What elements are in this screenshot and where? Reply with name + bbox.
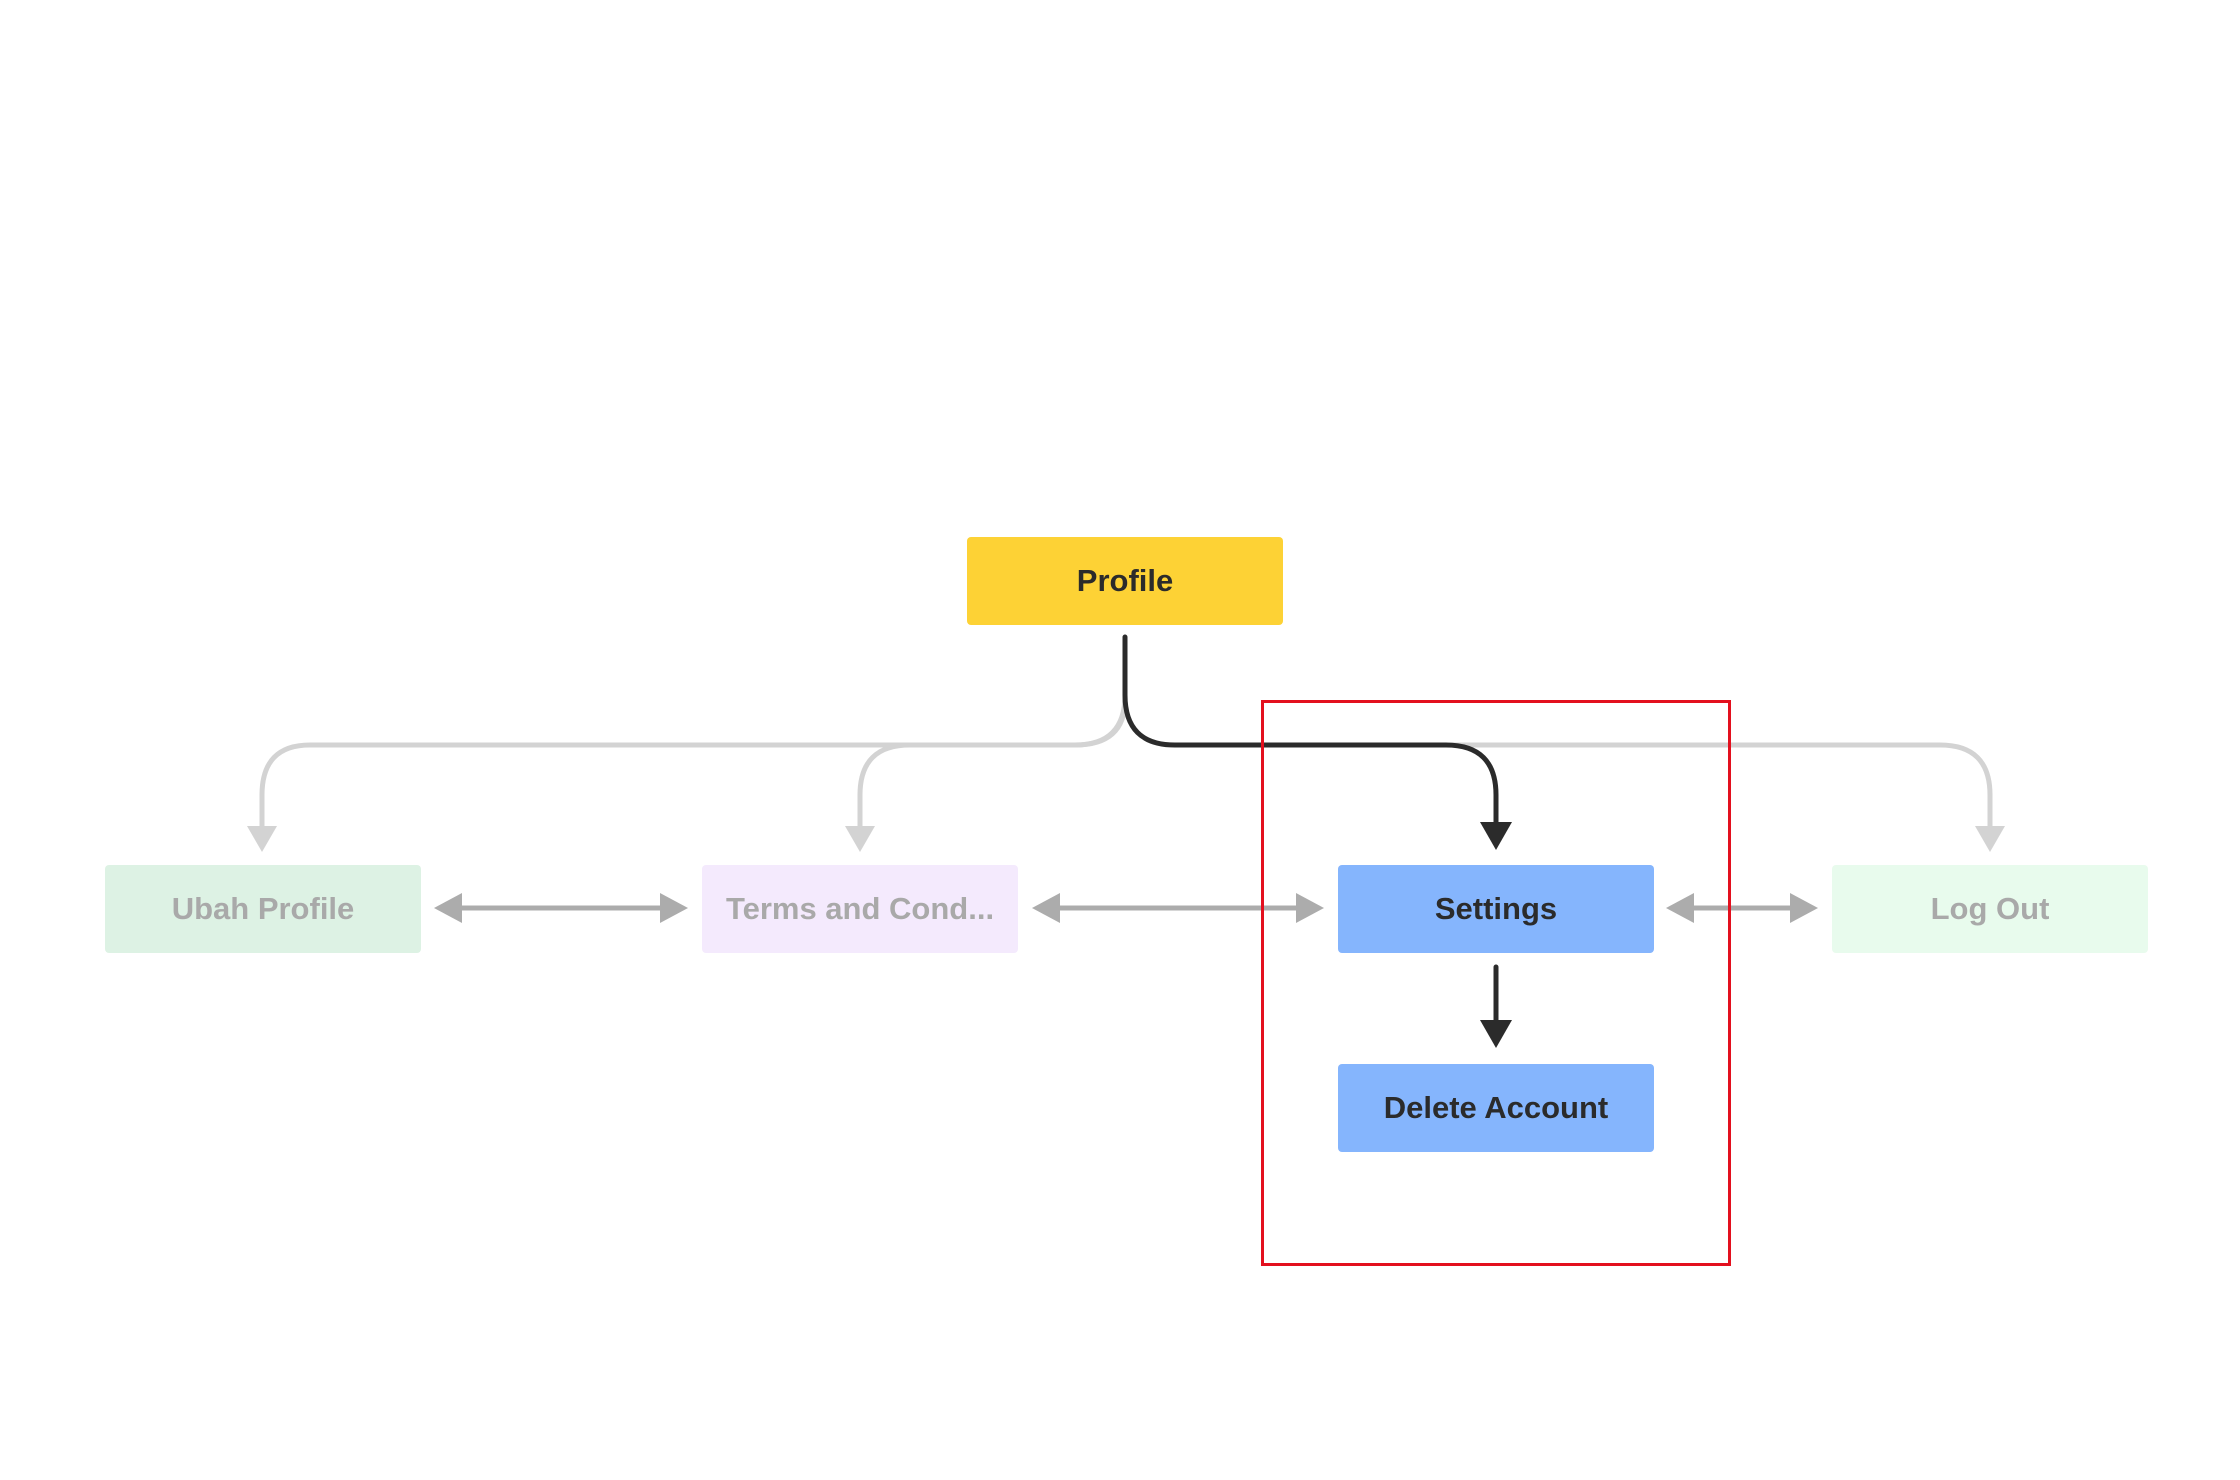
- node-delete-account-label: Delete Account: [1383, 1090, 1609, 1125]
- connector-profile-to-settings: [1122, 634, 1499, 829]
- arrowhead-settings: [1480, 822, 1512, 850]
- node-log-out-label: Log Out: [1930, 891, 2050, 926]
- arrowhead-ubah-left: [434, 893, 462, 923]
- node-terms-label: Terms and Cond...: [725, 891, 995, 926]
- arrowhead-terms-right: [660, 893, 688, 923]
- node-terms-and-conditions[interactable]: Terms and Cond...: [702, 865, 1018, 953]
- node-settings[interactable]: Settings: [1338, 865, 1654, 953]
- connector-profile-to-logout: [1447, 742, 1993, 833]
- arrowhead-settings-right-out: [1666, 893, 1694, 923]
- node-log-out[interactable]: Log Out: [1832, 865, 2148, 953]
- arrowhead-terms: [845, 826, 875, 852]
- node-settings-label: Settings: [1434, 891, 1558, 926]
- focus-highlight-box: [1261, 700, 1731, 1266]
- arrowhead-ubah-profile: [247, 826, 277, 852]
- highlighted-connectors: [1122, 634, 1512, 1048]
- node-profile[interactable]: Profile: [967, 537, 1283, 625]
- arrowhead-terms-left: [1032, 893, 1060, 923]
- arrowhead-logout-left-in: [1790, 893, 1818, 923]
- node-ubah-profile-label: Ubah Profile: [171, 891, 355, 926]
- dim-tree-connectors: [247, 637, 2005, 852]
- arrowhead-delete: [1480, 1020, 1512, 1048]
- node-delete-account[interactable]: Delete Account: [1338, 1064, 1654, 1152]
- node-profile-label: Profile: [1076, 563, 1174, 598]
- connector-profile-to-terms: [857, 697, 1128, 833]
- arrowhead-settings-left-in: [1296, 893, 1324, 923]
- node-ubah-profile[interactable]: Ubah Profile: [105, 865, 421, 953]
- connector-profile-to-ubah-profile: [259, 637, 1128, 833]
- arrowhead-logout: [1975, 826, 2005, 852]
